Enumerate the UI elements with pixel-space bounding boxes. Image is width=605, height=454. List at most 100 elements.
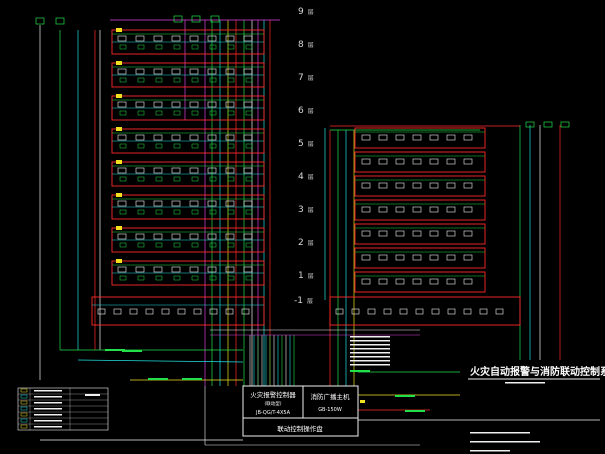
- junction-box: [116, 61, 122, 65]
- device-symbol: [155, 242, 163, 248]
- device-symbol: [155, 275, 163, 281]
- device-symbol: [383, 308, 392, 315]
- subtitle-mark: [505, 382, 545, 384]
- right-floor-loop: [354, 271, 486, 293]
- device-symbol: [161, 308, 170, 315]
- device-symbol: [395, 206, 405, 213]
- device-symbol: [137, 275, 145, 281]
- device-symbol: [191, 176, 199, 182]
- device-symbol: [395, 230, 405, 237]
- right-floor-loop: [354, 199, 486, 221]
- notes-area: [470, 382, 545, 452]
- device-symbol: [463, 158, 473, 165]
- device-symbol: [173, 242, 181, 248]
- device-symbol: [227, 275, 235, 281]
- device-symbol: [245, 77, 253, 83]
- device-symbol: [479, 308, 488, 315]
- device-symbol: [155, 209, 163, 215]
- note-text-mark: [470, 450, 510, 452]
- device-symbol: [191, 242, 199, 248]
- broadcast-model: GB-150W: [318, 407, 342, 413]
- device-symbol: [395, 158, 405, 165]
- device-symbol: [209, 209, 217, 215]
- device-symbol: [153, 200, 163, 207]
- annotation-mark: [350, 344, 390, 346]
- legend-text-mark: [34, 420, 62, 422]
- legend-text-mark: [34, 408, 62, 410]
- legend-text-mark: [34, 414, 62, 416]
- device-symbol: [209, 110, 217, 116]
- device-symbol: [429, 182, 439, 189]
- legend-symbol: [20, 394, 28, 399]
- device-symbol: [412, 278, 422, 285]
- device-symbol: [117, 233, 127, 240]
- junction-box: [116, 193, 122, 197]
- legend-symbol: [20, 418, 28, 423]
- top-symbol: [35, 17, 45, 25]
- device-symbol: [177, 308, 186, 315]
- device-symbol: [245, 176, 253, 182]
- device-symbol: [155, 44, 163, 50]
- device-symbol: [446, 182, 456, 189]
- broadcast-title: 消防广播主机: [311, 392, 351, 401]
- legend-frame: [17, 387, 109, 431]
- device-symbol: [117, 101, 127, 108]
- device-symbol: [225, 101, 235, 108]
- fire-alarm-controller: 火灾报警控制器 (联动型) JB-QG/T-4X5A: [242, 385, 304, 419]
- top-symbol: [191, 15, 201, 23]
- device-symbol: [378, 254, 388, 261]
- device-symbol: [429, 230, 439, 237]
- top-symbol: [560, 121, 570, 128]
- legend-symbol: [20, 412, 28, 417]
- device-symbol: [463, 254, 473, 261]
- device-symbol: [395, 278, 405, 285]
- device-symbol: [155, 143, 163, 149]
- broadcast-host: 消防广播主机 GB-150W: [302, 385, 359, 419]
- device-symbol: [117, 68, 127, 75]
- device-symbol: [173, 176, 181, 182]
- device-symbol: [209, 44, 217, 50]
- device-symbol: [189, 233, 199, 240]
- device-symbol: [189, 35, 199, 42]
- device-symbol: [119, 110, 127, 116]
- device-symbol: [429, 254, 439, 261]
- trunk-lines: [40, 329, 600, 446]
- device-symbol: [189, 101, 199, 108]
- device-symbol: [135, 101, 145, 108]
- device-symbol: [225, 233, 235, 240]
- device-symbol: [137, 77, 145, 83]
- junction-box: [116, 226, 122, 230]
- device-symbol: [227, 110, 235, 116]
- device-symbol: [207, 134, 217, 141]
- right-floor-loop: [354, 223, 486, 245]
- device-symbol: [119, 44, 127, 50]
- device-symbol: [446, 134, 456, 141]
- device-symbol: [171, 266, 181, 273]
- device-symbol: [225, 134, 235, 141]
- device-symbol: [137, 242, 145, 248]
- device-symbol: [171, 233, 181, 240]
- annotation-mark: [350, 364, 390, 366]
- device-symbol: [173, 77, 181, 83]
- legend-symbol: [20, 406, 28, 411]
- device-symbol: [429, 206, 439, 213]
- left-floor-stack: [91, 28, 265, 326]
- device-symbol: [335, 308, 344, 315]
- controller-subtitle: (联动型): [264, 400, 281, 407]
- device-symbol: [361, 278, 371, 285]
- device-symbol: [117, 167, 127, 174]
- device-symbol: [135, 167, 145, 174]
- cable-label-mark: [350, 370, 370, 372]
- device-symbol: [189, 200, 199, 207]
- controller-title: 火灾报警控制器: [250, 390, 296, 399]
- device-symbol: [495, 308, 504, 315]
- device-symbol: [209, 143, 217, 149]
- device-symbol: [446, 158, 456, 165]
- device-symbol: [171, 35, 181, 42]
- device-symbol: [97, 308, 106, 315]
- device-symbol: [153, 101, 163, 108]
